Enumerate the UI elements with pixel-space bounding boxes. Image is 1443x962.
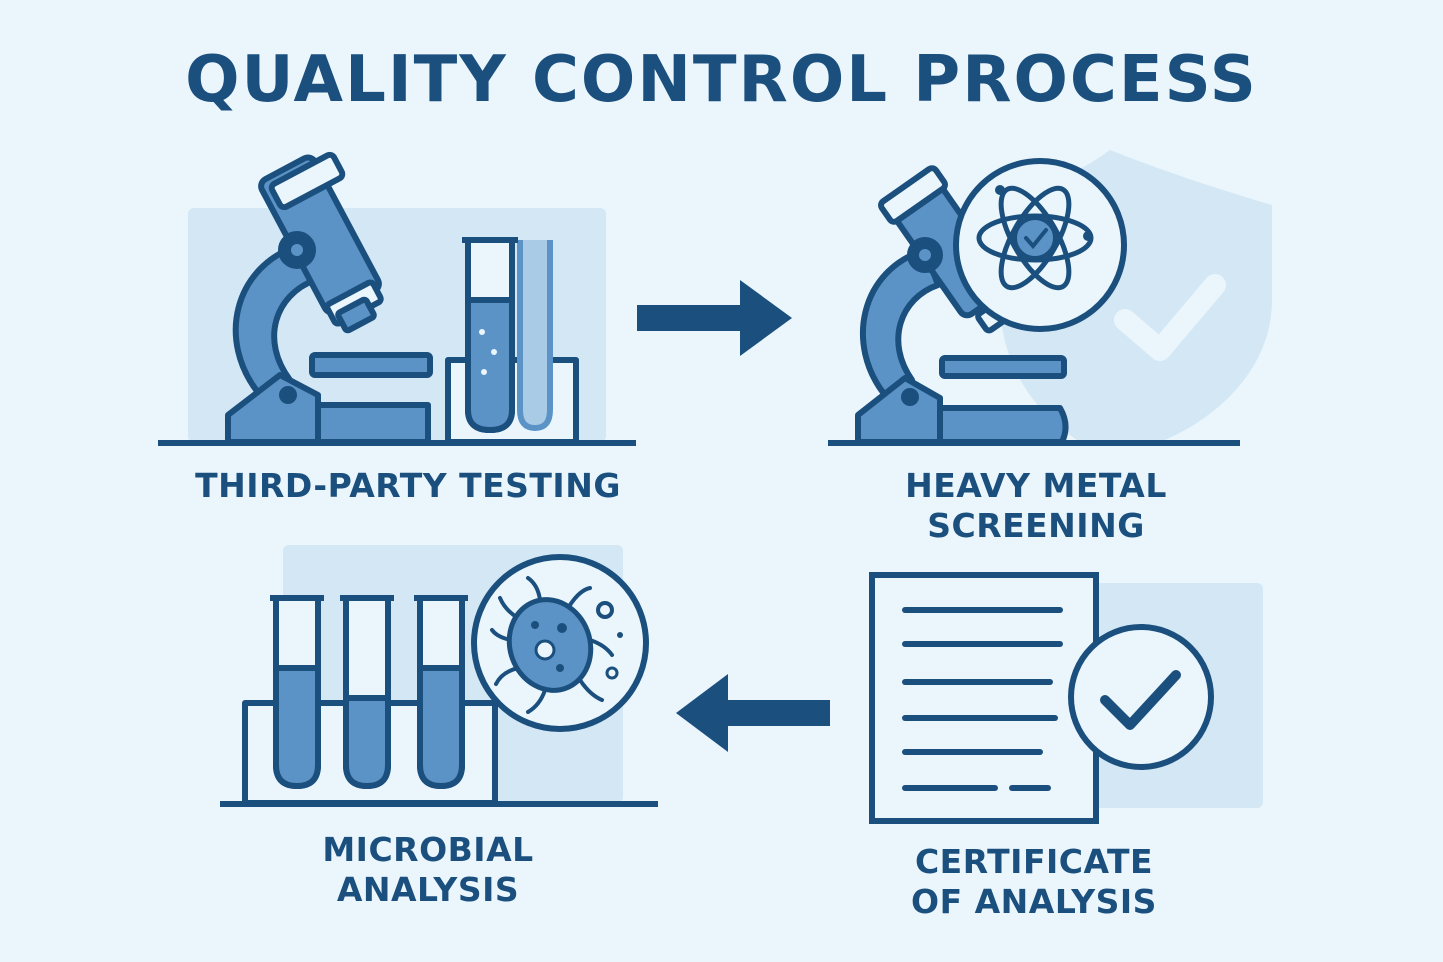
arrow-left-icon <box>676 674 830 752</box>
step-label-microbial-analysis: MICROBIAL ANALYSIS <box>322 830 534 909</box>
step-third-party-testing-illustration <box>158 151 636 446</box>
step-label-third-party-testing: THIRD-PARTY TESTING <box>195 466 621 505</box>
document-icon <box>869 572 1099 824</box>
microscope-icon <box>225 151 433 445</box>
checkmark-icon <box>1068 624 1214 770</box>
step-label-heavy-metal-screening: HEAVY METAL SCREENING <box>905 466 1167 545</box>
bacteria-icon <box>471 554 649 732</box>
test-tube-icon <box>242 595 498 806</box>
step-label-certificate-of-analysis: CERTIFICATE OF ANALYSIS <box>911 842 1157 921</box>
microscope-icon <box>855 165 1069 445</box>
step-microbial-analysis-illustration <box>220 545 658 807</box>
step-heavy-metal-screening-illustration <box>828 150 1272 446</box>
atom-icon <box>953 158 1127 332</box>
page-title: QUALITY CONTROL PROCESS <box>185 43 1258 117</box>
step-certificate-of-analysis-illustration <box>869 572 1263 824</box>
arrow-right-icon <box>637 280 792 356</box>
